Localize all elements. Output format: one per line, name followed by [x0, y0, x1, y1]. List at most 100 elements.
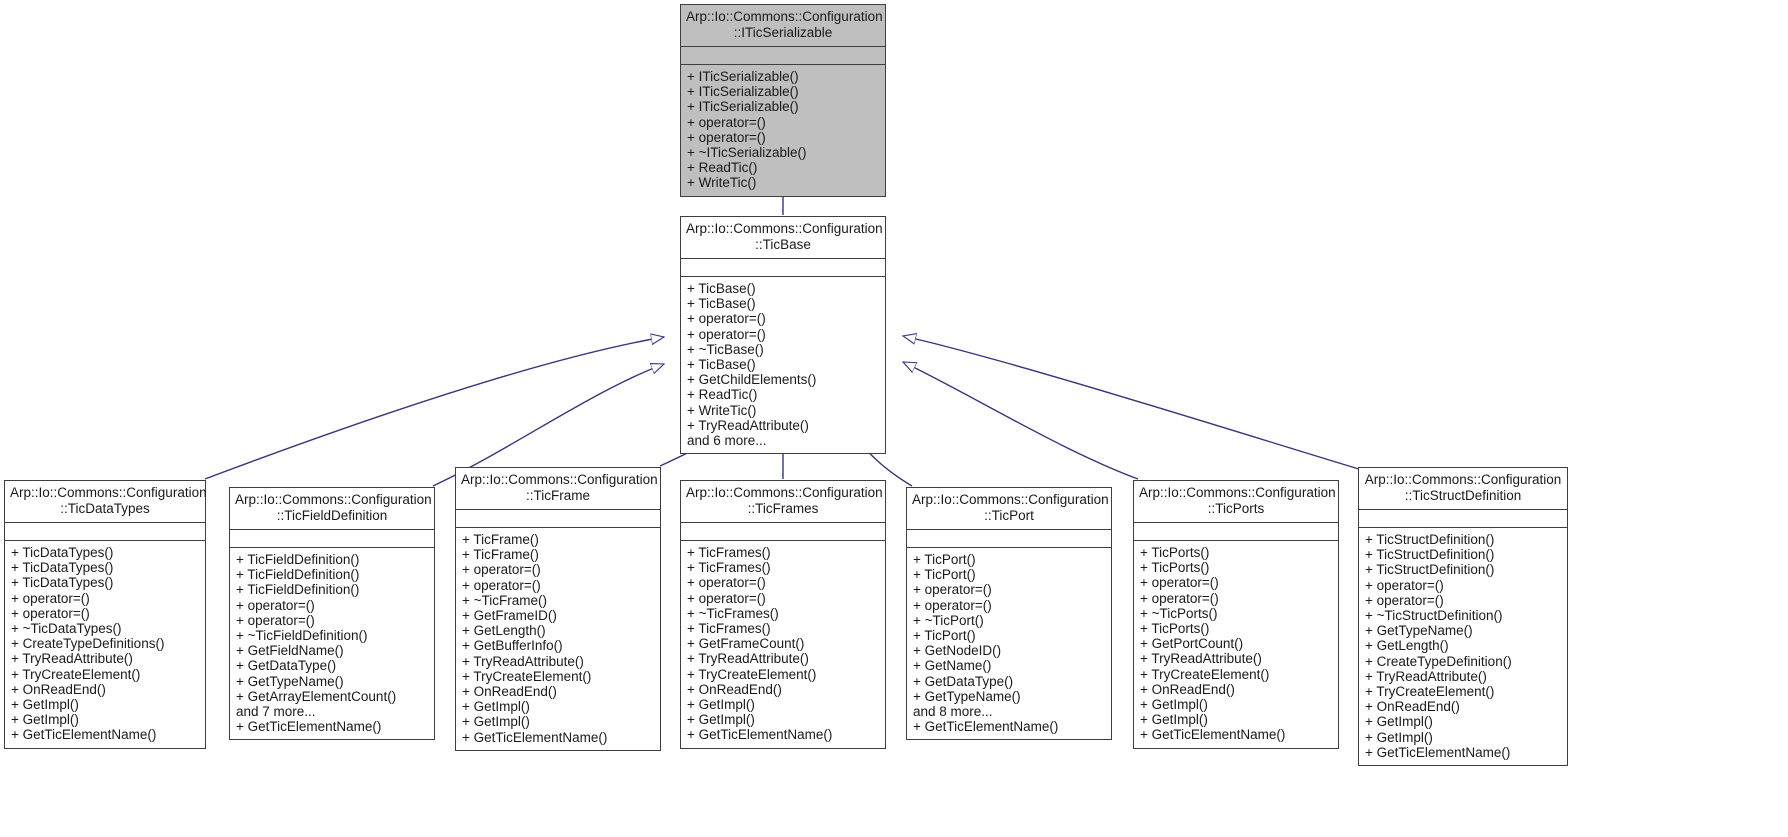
class-attributes-ticstructdefinition	[1359, 510, 1567, 528]
method-item: + TicBase()	[687, 296, 756, 312]
method-item: + ~ITicSerializable()	[687, 145, 807, 161]
method-item: + CreateTypeDefinitions()	[11, 636, 165, 652]
method-item: + ~TicPort()	[913, 612, 984, 628]
class-attributes-ticfielddefinition	[230, 530, 434, 548]
method-item: + operator=()	[687, 129, 766, 145]
edge-ticports-to-ticbase	[903, 361, 1139, 480]
method-item: + operator=()	[1140, 590, 1219, 606]
method-item: + GetName()	[913, 658, 992, 674]
method-item: + GetImpl()	[462, 714, 530, 730]
method-item: + GetDataType()	[913, 673, 1014, 689]
class-node-ticstructdefinition[interactable]: Arp::Io::Commons::Configuration ::TicStr…	[1358, 467, 1568, 767]
method-item: + TicFrame()	[462, 547, 539, 563]
method-item: + ~TicStructDefinition()	[1365, 608, 1503, 624]
class-methods-ticstructdefinition: + TicStructDefinition() + TicStructDefin…	[1359, 528, 1567, 765]
method-item: + GetTicElementName()	[687, 727, 833, 743]
class-title-ticports: Arp::Io::Commons::Configuration ::TicPor…	[1134, 481, 1338, 523]
class-node-ticports[interactable]: Arp::Io::Commons::Configuration ::TicPor…	[1133, 480, 1339, 749]
method-item: + operator=()	[687, 326, 766, 342]
method-item: + ITicSerializable()	[687, 69, 799, 84]
class-node-ticport[interactable]: Arp::Io::Commons::Configuration ::TicPor…	[906, 487, 1112, 741]
method-item: + GetTicElementName()	[913, 719, 1059, 735]
class-methods-ticports: + TicPorts() + TicPorts() + operator=() …	[1134, 541, 1338, 748]
method-item: + GetImpl()	[687, 712, 755, 728]
method-item: + operator=()	[1365, 577, 1444, 593]
class-node-ticdatatypes[interactable]: Arp::Io::Commons::Configuration ::TicDat…	[4, 480, 207, 749]
method-item: + operator=()	[462, 562, 541, 578]
method-item: + TicFrame()	[462, 532, 539, 547]
method-item: + OnReadEnd()	[687, 681, 782, 697]
class-node-iticserializable[interactable]: Arp::Io::Commons::Configuration ::ITicSe…	[680, 4, 886, 197]
method-item: + operator=()	[1365, 592, 1444, 608]
method-item: + GetImpl()	[1140, 697, 1208, 713]
method-item: + operator=()	[236, 612, 315, 628]
class-methods-ticport: + TicPort() + TicPort() + operator=() + …	[907, 548, 1111, 739]
method-item: + GetImpl()	[1140, 712, 1208, 728]
method-item: + TicPort()	[913, 567, 976, 583]
class-methods-ticframes: + TicFrames() + TicFrames() + operator=(…	[681, 541, 885, 748]
method-item: + GetTicElementName()	[1365, 744, 1511, 760]
method-item: + operator=()	[687, 575, 766, 591]
method-item: + GetLength()	[462, 623, 546, 639]
method-item: + ITicSerializable()	[687, 84, 799, 100]
method-item: + TryReadAttribute()	[1365, 668, 1487, 684]
class-attributes-ticport	[907, 530, 1111, 548]
method-item: + operator=()	[11, 605, 90, 621]
method-item: + TicFieldDefinition()	[236, 552, 360, 567]
method-item: + operator=()	[687, 311, 766, 327]
method-item: + TicBase()	[687, 357, 756, 373]
class-attributes-ticframe	[456, 510, 660, 528]
method-item: + TicDataTypes()	[11, 545, 114, 560]
method-item: + WriteTic()	[687, 402, 757, 418]
method-item: + OnReadEnd()	[1140, 681, 1235, 697]
class-title-ticfielddefinition: Arp::Io::Commons::Configuration ::TicFie…	[230, 488, 434, 530]
method-item: + GetFrameCount()	[687, 636, 805, 652]
method-item: + TicFrames()	[687, 621, 771, 637]
class-methods-ticframe: + TicFrame() + TicFrame() + operator=() …	[456, 528, 660, 750]
method-item: + GetTypeName()	[236, 673, 344, 689]
method-item: + operator=()	[462, 577, 541, 593]
class-methods-ticbase: + TicBase() + TicBase() + operator=() + …	[681, 277, 885, 453]
method-item: + GetFrameID()	[462, 608, 557, 624]
method-item: + TicDataTypes()	[11, 575, 114, 591]
class-node-ticbase[interactable]: Arp::Io::Commons::Configuration ::TicBas…	[680, 216, 886, 455]
method-item: + WriteTic()	[687, 175, 757, 191]
class-title-ticframe: Arp::Io::Commons::Configuration ::TicFra…	[456, 468, 660, 510]
method-item: + GetDataType()	[236, 658, 337, 674]
method-item: + GetPortCount()	[1140, 636, 1244, 652]
method-item: + ~TicFieldDefinition()	[236, 628, 368, 644]
method-item: + TryReadAttribute()	[687, 417, 809, 433]
method-item: + TicPort()	[913, 552, 976, 567]
method-item: + TicPorts()	[1140, 545, 1210, 560]
class-attributes-ticdatatypes	[5, 523, 205, 541]
method-item: + operator=()	[11, 590, 90, 606]
method-item: + GetImpl()	[462, 699, 530, 715]
method-item: + TicBase()	[687, 281, 756, 296]
method-more-indicator: and 8 more...	[913, 704, 993, 720]
class-node-ticframes[interactable]: Arp::Io::Commons::Configuration ::TicFra…	[680, 480, 886, 749]
class-attributes-iticserializable	[681, 47, 885, 65]
class-methods-ticfielddefinition: + TicFieldDefinition() + TicFieldDefinit…	[230, 548, 434, 739]
method-item: + GetArrayElementCount()	[236, 688, 397, 704]
method-item: + TryReadAttribute()	[687, 651, 809, 667]
method-item: + operator=()	[687, 590, 766, 606]
method-item: + ITicSerializable()	[687, 99, 799, 115]
method-item: + GetImpl()	[1365, 714, 1433, 730]
class-attributes-ticports	[1134, 523, 1338, 541]
method-item: + TryReadAttribute()	[1140, 651, 1262, 667]
class-node-ticframe[interactable]: Arp::Io::Commons::Configuration ::TicFra…	[455, 467, 661, 751]
method-more-indicator: and 6 more...	[687, 433, 767, 449]
method-item: + TryCreateElement()	[462, 668, 592, 684]
method-item: + GetLength()	[1365, 638, 1449, 654]
class-title-ticport: Arp::Io::Commons::Configuration ::TicPor…	[907, 488, 1111, 530]
method-item: + operator=()	[687, 114, 766, 130]
method-item: + ReadTic()	[687, 387, 758, 403]
method-item: + TicPorts()	[1140, 621, 1210, 637]
class-title-ticbase: Arp::Io::Commons::Configuration ::TicBas…	[681, 217, 885, 259]
method-item: + GetTicElementName()	[1140, 727, 1286, 743]
edge-ticstructdefinition-to-ticbase	[903, 336, 1363, 471]
class-node-ticfielddefinition[interactable]: Arp::Io::Commons::Configuration ::TicFie…	[229, 487, 435, 741]
method-item: + operator=()	[913, 597, 992, 613]
method-item: + GetFieldName()	[236, 643, 344, 659]
